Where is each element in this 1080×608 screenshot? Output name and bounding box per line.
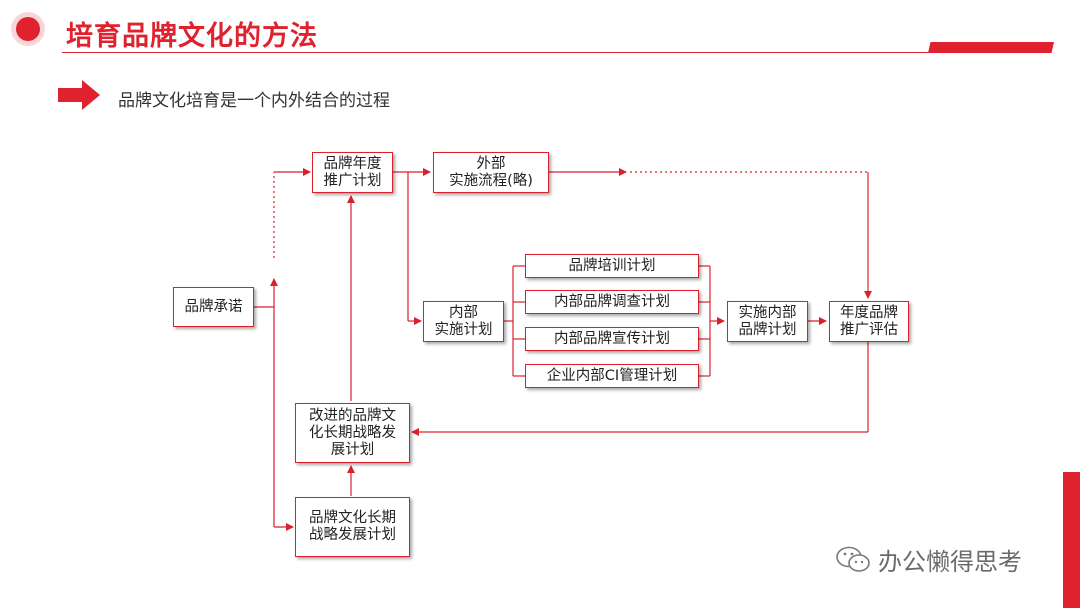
node-brand-commitment: 品牌承诺 [173, 287, 254, 327]
wechat-icon [836, 546, 870, 572]
watermark: 办公懒得思考 [836, 542, 1022, 577]
title-bullet-dot [16, 17, 40, 41]
node-training-plan: 品牌培训计划 [525, 254, 699, 278]
node-ci-plan: 企业内部CI管理计划 [525, 364, 699, 388]
subtitle: 品牌文化培育是一个内外结合的过程 [118, 91, 390, 111]
title-accent-bar [928, 42, 1054, 53]
node-annual-evaluation: 年度品牌 推广评估 [829, 301, 909, 342]
node-improved-strategy: 改进的品牌文 化长期战略发 展计划 [295, 403, 410, 463]
arrow-right-icon [58, 80, 100, 110]
node-longterm-strategy: 品牌文化长期 战略发展计划 [295, 497, 410, 557]
node-publicity-plan: 内部品牌宣传计划 [525, 327, 699, 351]
title-underline [62, 52, 930, 53]
side-accent-bar [1063, 472, 1080, 608]
node-survey-plan: 内部品牌调查计划 [525, 290, 699, 314]
node-external-process: 外部 实施流程(略) [433, 152, 549, 193]
node-annual-promotion-plan: 品牌年度 推广计划 [312, 152, 393, 193]
node-internal-brand-plan: 实施内部 品牌计划 [727, 301, 808, 342]
page-title: 培育品牌文化的方法 [66, 21, 318, 52]
node-internal-plan: 内部 实施计划 [423, 301, 504, 342]
watermark-text: 办公懒得思考 [878, 548, 1022, 576]
